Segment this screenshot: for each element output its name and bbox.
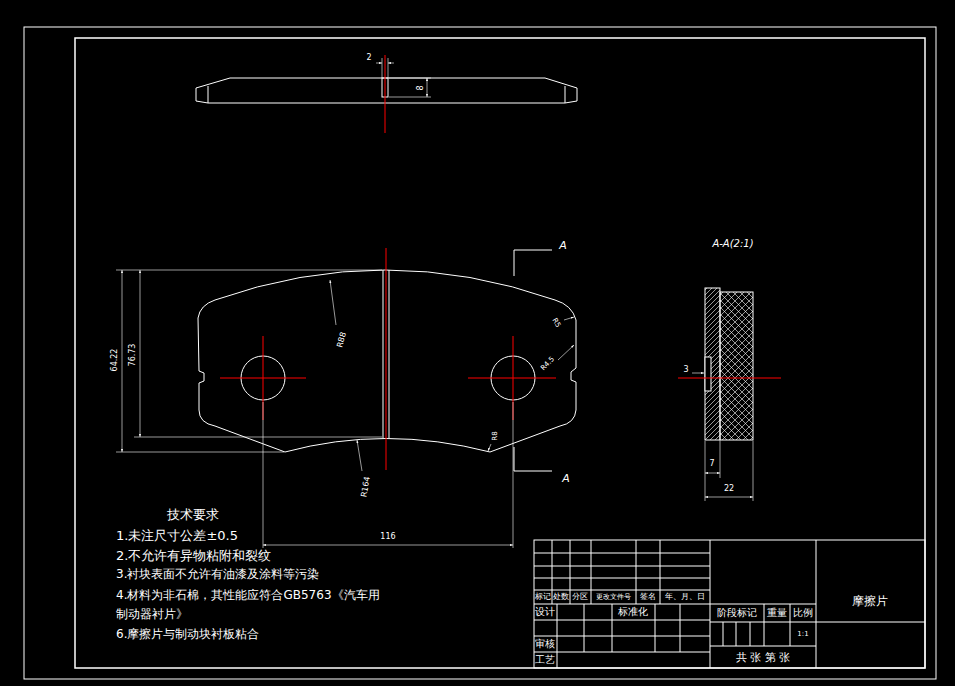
table-cell: 处数 — [553, 593, 569, 601]
table-cell: 签名 — [640, 593, 656, 601]
part-name: 摩擦片 — [852, 595, 888, 607]
note-text: 2.不允许有异物粘附和裂纹 — [116, 549, 271, 562]
dimension-text: 8 — [417, 84, 425, 91]
dimension-text: 76.73 — [129, 343, 137, 368]
inner-frame — [75, 38, 925, 668]
section-dimensions — [692, 373, 753, 501]
dimension-text: 64.22 — [111, 348, 119, 373]
note-text: 6.摩擦片与制动块衬板粘合 — [116, 628, 259, 640]
top-view — [196, 58, 577, 103]
radius-text: R4.5 — [539, 355, 557, 373]
table-cell: 标记 — [535, 593, 551, 601]
table-cell: 1:1 — [797, 631, 808, 638]
table-cell: 设计 — [535, 607, 555, 617]
table-cell: 工艺 — [535, 655, 555, 665]
section-mark: A — [558, 240, 568, 251]
table-cell: 分区 — [572, 593, 588, 601]
radius-text: R5 — [550, 316, 562, 329]
note-text: 3.衬块表面不允许有油漆及涂料等污染 — [116, 568, 319, 580]
center-line — [385, 55, 386, 133]
dimension-lines — [116, 250, 574, 548]
dimension-text: 116 — [379, 533, 396, 541]
dimension-text: 7 — [708, 460, 715, 468]
radius-text: R88 — [336, 330, 348, 349]
section-mark: A — [561, 473, 571, 484]
note-text: 4.材料为非石棉，其性能应符合GB5763《汽车用 制动器衬片》 — [116, 586, 396, 624]
title-block — [534, 540, 925, 668]
table-cell: 审核 — [535, 639, 555, 649]
table-cell: 标准化 — [618, 607, 648, 617]
table-cell: 比例 — [793, 608, 813, 618]
table-cell: 年、月、日 — [665, 593, 705, 601]
dimension-text: 22 — [723, 485, 735, 493]
section-title: A-A(2:1) — [711, 239, 754, 249]
table-cell: 重量 — [767, 608, 787, 618]
outer-frame — [24, 27, 936, 679]
table-cell: 阶段标记 — [717, 608, 757, 618]
front-view — [198, 270, 576, 452]
section-view — [705, 288, 753, 440]
table-cell: 共 张 第 张 — [736, 652, 791, 663]
notes-heading: 技术要求 — [167, 508, 219, 521]
dimension-text: 3 — [682, 366, 689, 374]
radius-text: R164 — [360, 475, 372, 499]
note-text: 1.未注尺寸公差±0.5 — [116, 529, 238, 542]
center-line — [678, 378, 781, 379]
dimension-text: 2 — [365, 54, 372, 62]
radius-text: R8 — [492, 430, 499, 441]
table-cell: 更改文件号 — [596, 594, 631, 601]
